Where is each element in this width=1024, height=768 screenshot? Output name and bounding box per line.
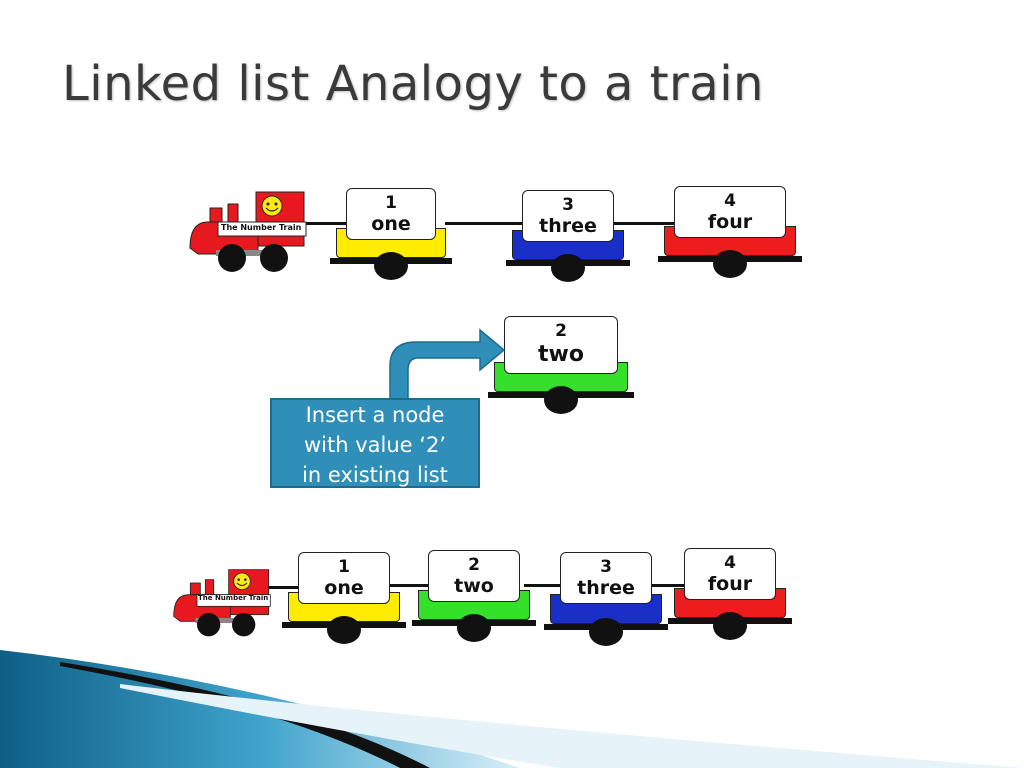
engine-label: The Number Train xyxy=(221,223,302,232)
wheel xyxy=(457,614,491,642)
engine-label: The Number Train xyxy=(198,594,269,602)
wheel xyxy=(544,386,578,414)
train-car: 3 three xyxy=(506,190,630,282)
car-sign: 4 four xyxy=(684,548,776,600)
car-word: one xyxy=(371,213,411,235)
car-sign: 3 three xyxy=(560,552,652,604)
wheel xyxy=(713,250,747,278)
train-engine: The Number Train xyxy=(172,568,272,638)
engine-icon xyxy=(189,191,307,272)
insert-callout: Insert a node with value ‘2’ in existing… xyxy=(270,398,480,488)
car-word: three xyxy=(577,577,635,599)
car-number: 4 xyxy=(724,191,736,211)
car-word: two xyxy=(538,342,584,367)
train-car: 2 two xyxy=(412,550,536,642)
train-car: 4 four xyxy=(658,186,802,278)
car-word: four xyxy=(707,573,753,595)
car-word: three xyxy=(539,215,597,237)
engine-icon xyxy=(173,569,271,637)
new-node-car: 2 two xyxy=(488,316,634,414)
wheel xyxy=(713,612,747,640)
wheel xyxy=(374,252,408,280)
callout-line: in existing list xyxy=(302,463,448,487)
car-number: 1 xyxy=(338,557,350,577)
car-sign: 2 two xyxy=(504,316,618,374)
car-word: four xyxy=(707,211,753,233)
wheel xyxy=(327,616,361,644)
wheel xyxy=(589,618,623,646)
coupling-link xyxy=(524,584,564,587)
car-sign: 4 four xyxy=(674,186,786,238)
decorative-wave xyxy=(0,650,1024,768)
car-number: 1 xyxy=(385,193,397,213)
car-number: 4 xyxy=(724,553,736,573)
train-car: 4 four xyxy=(668,548,792,640)
car-word: two xyxy=(454,575,494,597)
car-sign: 1 one xyxy=(298,552,390,604)
car-number: 3 xyxy=(600,557,612,577)
train-car: 1 one xyxy=(282,552,406,644)
car-number: 3 xyxy=(562,195,574,215)
car-sign: 3 three xyxy=(522,190,614,242)
car-word: one xyxy=(324,577,364,599)
coupling-link xyxy=(445,222,527,225)
coupling-link xyxy=(390,584,430,587)
train-car: 1 one xyxy=(330,188,452,280)
car-number: 2 xyxy=(555,321,567,341)
car-sign: 1 one xyxy=(346,188,436,240)
car-sign: 2 two xyxy=(428,550,520,602)
callout-line: Insert a node xyxy=(305,403,445,427)
coupling-link xyxy=(300,222,350,225)
callout-line: with value ‘2’ xyxy=(304,433,446,457)
coupling-link xyxy=(650,584,688,587)
coupling-link xyxy=(262,586,302,589)
car-number: 2 xyxy=(468,555,480,575)
train-engine: The Number Train xyxy=(188,190,308,274)
insert-arrow-icon xyxy=(389,328,506,401)
wheel xyxy=(551,254,585,282)
slide-title: Linked list Analogy to a train xyxy=(62,56,764,112)
train-car: 3 three xyxy=(544,552,668,646)
coupling-link xyxy=(614,222,680,225)
